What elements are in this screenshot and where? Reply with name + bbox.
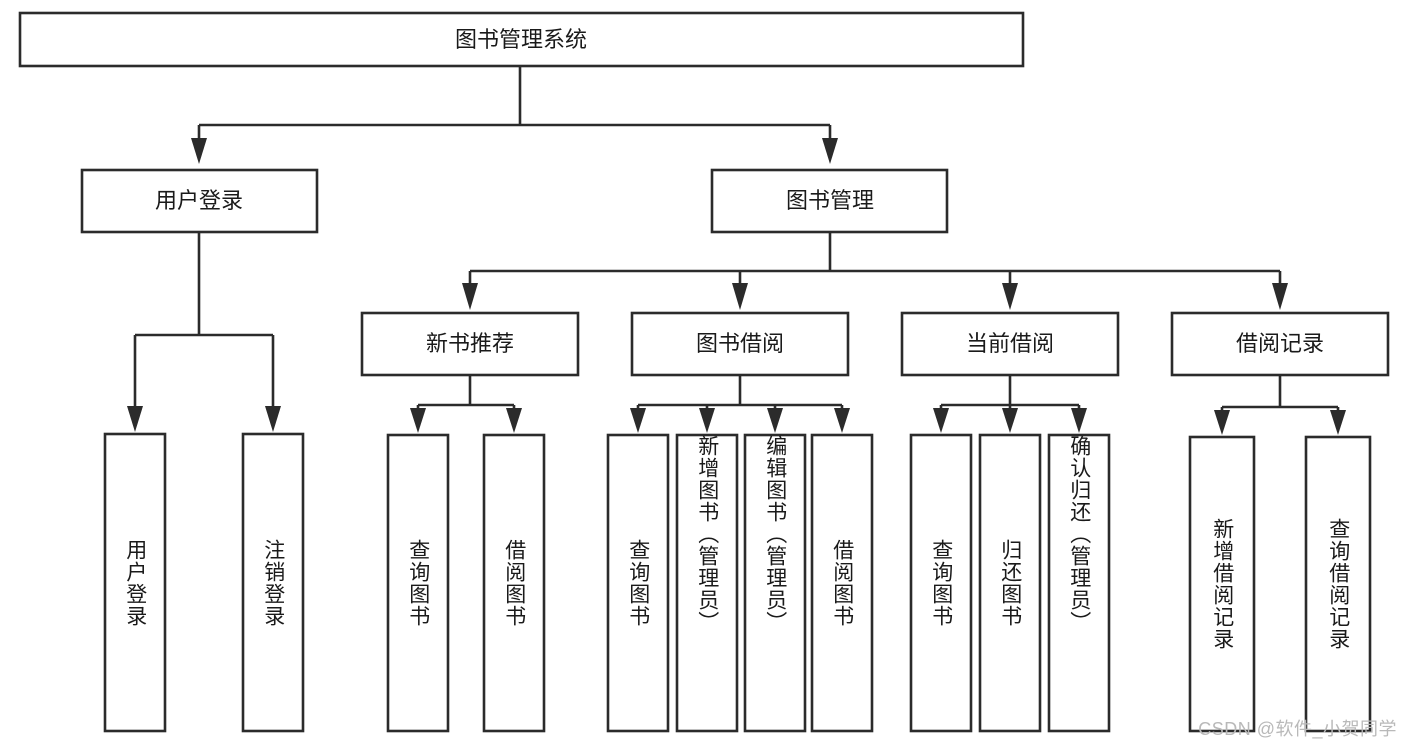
- node-book-manage-box[interactable]: [710, 168, 949, 234]
- leaf-box-new-book-1[interactable]: [386, 433, 450, 733]
- node-user-login-box[interactable]: [80, 168, 319, 234]
- leaf-boxes-user-login: [103, 432, 305, 733]
- node-book-borrow-box[interactable]: [630, 311, 850, 377]
- arrow-head-to-current-borrow: [1002, 283, 1018, 310]
- arrow-head-book-borrow-leaf-1: [630, 408, 646, 433]
- arrow-head-user-login-leaf-2: [265, 406, 281, 432]
- node-current-borrow[interactable]: 当前借阅: [900, 311, 1120, 377]
- arrow-head-book-borrow-leaf-2: [699, 408, 715, 433]
- leaf-box-current-borrow-1[interactable]: [909, 433, 973, 733]
- arrow-head-to-user-login: [191, 138, 207, 164]
- leaf-box-borrow-record-1[interactable]: [1188, 435, 1256, 733]
- node-root-label: 图书管理系统: [455, 27, 587, 52]
- node-book-manage-label: 图书管理: [786, 188, 874, 213]
- connector-group-current-borrow: [933, 375, 1087, 433]
- arrow-head-current-borrow-leaf-1: [933, 408, 949, 433]
- leaf-box-book-borrow-2[interactable]: [675, 433, 739, 733]
- node-current-borrow-box[interactable]: [900, 311, 1120, 377]
- node-root-box[interactable]: [18, 11, 1025, 68]
- connector-group-user-login: [127, 232, 281, 432]
- leaf-box-user-login-2[interactable]: [241, 432, 305, 733]
- leaf-boxes-book-borrow: [606, 433, 874, 733]
- node-book-borrow-label: 图书借阅: [696, 331, 784, 356]
- leaf-box-borrow-record-2[interactable]: [1304, 435, 1372, 733]
- node-borrow-record[interactable]: 借阅记录: [1170, 311, 1390, 377]
- node-book-manage[interactable]: 图书管理: [710, 168, 949, 234]
- leaf-box-book-borrow-4[interactable]: [810, 433, 874, 733]
- arrow-head-new-book-leaf-2: [506, 408, 522, 433]
- connector-group-new-book: [410, 375, 522, 433]
- leaf-box-current-borrow-2[interactable]: [978, 433, 1042, 733]
- node-new-book-recommend-box[interactable]: [360, 311, 580, 377]
- leaf-box-book-borrow-1[interactable]: [606, 433, 670, 733]
- leaf-box-new-book-2[interactable]: [482, 433, 546, 733]
- arrow-head-current-borrow-leaf-3: [1071, 408, 1087, 433]
- node-borrow-record-label: 借阅记录: [1236, 331, 1324, 356]
- arrow-head-book-borrow-leaf-3: [767, 408, 783, 433]
- arrow-head-user-login-leaf-1: [127, 406, 143, 432]
- arrow-head-to-new-book: [462, 283, 478, 310]
- node-new-book-recommend[interactable]: 新书推荐: [360, 311, 580, 377]
- arrow-head-to-book-manage: [822, 138, 838, 164]
- arrow-head-new-book-leaf-1: [410, 408, 426, 433]
- leaf-boxes-borrow-record: [1188, 435, 1372, 733]
- arrow-head-borrow-record-leaf-2: [1330, 410, 1346, 435]
- connector-group-book-borrow: [630, 375, 850, 433]
- arrow-head-current-borrow-leaf-2: [1002, 408, 1018, 433]
- arrow-head-to-book-borrow: [732, 283, 748, 310]
- node-book-borrow[interactable]: 图书借阅: [630, 311, 850, 377]
- csdn-watermark: CSDN @软件_小贺同学: [1198, 719, 1397, 739]
- leaf-box-user-login-1[interactable]: [103, 432, 167, 733]
- node-root[interactable]: 图书管理系统: [18, 11, 1025, 68]
- arrow-head-book-borrow-leaf-4: [834, 408, 850, 433]
- leaf-boxes-current-borrow: [909, 433, 1111, 733]
- leaf-box-current-borrow-3[interactable]: [1047, 433, 1111, 733]
- node-new-book-recommend-label: 新书推荐: [426, 331, 514, 356]
- node-current-borrow-label: 当前借阅: [966, 331, 1054, 356]
- leaf-boxes-new-book-recommend: [386, 433, 546, 733]
- connector-group-root: [191, 66, 838, 164]
- node-user-login-label: 用户登录: [155, 188, 243, 213]
- leaf-box-book-borrow-3[interactable]: [743, 433, 807, 733]
- node-user-login[interactable]: 用户登录: [80, 168, 319, 234]
- connector-group-book-manage: [462, 232, 1288, 310]
- connector-group-borrow-record: [1214, 375, 1346, 435]
- node-borrow-record-box[interactable]: [1170, 311, 1390, 377]
- arrow-head-to-borrow-record: [1272, 283, 1288, 310]
- arrow-head-borrow-record-leaf-1: [1214, 410, 1230, 435]
